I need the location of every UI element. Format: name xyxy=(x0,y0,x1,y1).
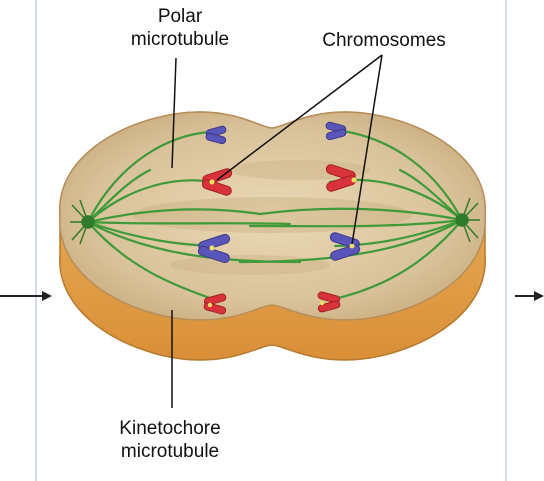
chromosome-red-right-mid xyxy=(325,164,357,192)
leader-lines xyxy=(171,54,383,408)
chromosome-red-left-mid xyxy=(201,168,233,196)
polar-microtubule-label: Polar microtubule xyxy=(100,5,260,51)
polar-label-line2: microtubule xyxy=(130,29,230,50)
leader-polar xyxy=(171,57,177,169)
dividing-cell xyxy=(59,111,486,361)
leader-chromosomes-a xyxy=(216,54,383,181)
spindle-pole-left xyxy=(70,199,95,245)
spindle-apparatus xyxy=(86,128,464,302)
chromosome-red-left-bottom xyxy=(203,293,227,315)
chromosome-blue-left-top xyxy=(205,125,227,145)
chromosome-blue-right-top xyxy=(325,121,347,141)
chromosomes-label: Chromosomes xyxy=(322,30,446,51)
arrow-out-icon xyxy=(515,291,544,301)
arrow-in-icon xyxy=(0,291,52,301)
kinetochore-label-line1: Kinetochore xyxy=(119,418,221,439)
polar-label-line1: Polar xyxy=(157,6,203,27)
leader-chromosomes-b xyxy=(351,54,383,245)
chromosome-blue-right-mid xyxy=(329,232,361,261)
kinetochore-microtubule-label: Kinetochore microtubule xyxy=(90,417,250,463)
chromosome-red-right-bottom xyxy=(317,291,341,313)
cell-top xyxy=(59,111,486,321)
kinetochore-label-line2: microtubule xyxy=(120,441,220,462)
spindle-pole-right xyxy=(455,197,480,243)
chromosome-blue-left-mid xyxy=(197,233,231,264)
